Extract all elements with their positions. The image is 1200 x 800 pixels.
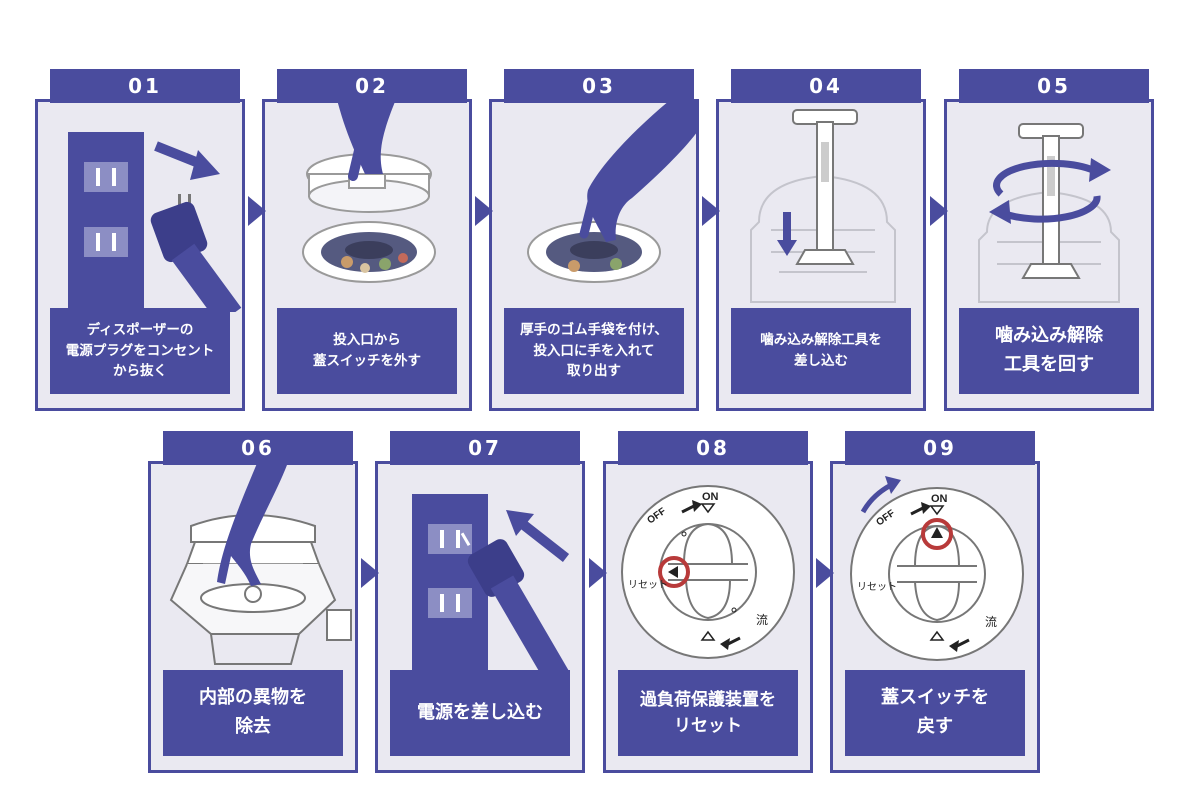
- step-number: 09: [845, 431, 1035, 465]
- step-label: 厚手のゴム手袋を付け、 投入口に手を入れて 取り出す: [504, 308, 684, 394]
- dial-reset-label: リセット: [628, 579, 668, 591]
- next-step-arrow: [930, 196, 948, 226]
- dial-on-label: ON: [702, 491, 719, 503]
- next-step-arrow: [248, 196, 266, 226]
- next-step-arrow: [589, 558, 607, 588]
- plug-in-icon: [378, 464, 582, 674]
- return-lid-icon: ON OFF リセット 流: [833, 464, 1037, 674]
- step-label: 噛み込み解除工具を 差し込む: [731, 308, 911, 394]
- step-card-03: 厚手のゴム手袋を付け、 投入口に手を入れて 取り出す: [489, 99, 699, 411]
- step-label: 過負荷保護装置を リセット: [618, 670, 798, 756]
- step-card-01: ディスポーザーの 電源プラグをコンセント から抜く: [35, 99, 245, 411]
- gloved-hand-icon: [492, 102, 696, 312]
- insert-tool-icon: [719, 102, 923, 312]
- step-number: 03: [504, 69, 694, 103]
- step-card-04: 噛み込み解除工具を 差し込む: [716, 99, 926, 411]
- dial-on-label: ON: [931, 493, 948, 505]
- step-number: 02: [277, 69, 467, 103]
- rotate-tool-icon: [947, 102, 1151, 312]
- step-number: 06: [163, 431, 353, 465]
- dial-flow-label: 流: [985, 615, 997, 629]
- next-step-arrow: [361, 558, 379, 588]
- step-number: 01: [50, 69, 240, 103]
- step-card-06: 内部の異物を 除去: [148, 461, 358, 773]
- step-card-09: ON OFF リセット 流 蓋スイッチを 戻す: [830, 461, 1040, 773]
- unplug-icon: [38, 102, 242, 312]
- dial-flow-label: 流: [756, 613, 768, 627]
- step-card-05: 噛み込み解除 工具を回す: [944, 99, 1154, 411]
- step-number: 05: [959, 69, 1149, 103]
- step-number: 04: [731, 69, 921, 103]
- step-label: 投入口から 蓋スイッチを外す: [277, 308, 457, 394]
- step-number: 08: [618, 431, 808, 465]
- next-step-arrow: [475, 196, 493, 226]
- next-step-arrow: [702, 196, 720, 226]
- lid-removal-icon: [265, 102, 469, 312]
- step-label: 内部の異物を 除去: [163, 670, 343, 756]
- step-card-08: ON OFF リセット 流 過負荷保護装置を リセット: [603, 461, 813, 773]
- next-step-arrow: [816, 558, 834, 588]
- remove-debris-icon: [151, 464, 355, 674]
- step-label: ディスポーザーの 電源プラグをコンセント から抜く: [50, 308, 230, 394]
- dial-reset-label: リセット: [857, 581, 897, 593]
- reset-dial-icon: ON OFF リセット 流: [606, 464, 810, 674]
- step-label: 蓋スイッチを 戻す: [845, 670, 1025, 756]
- step-card-02: 投入口から 蓋スイッチを外す: [262, 99, 472, 411]
- step-label: 噛み込み解除 工具を回す: [959, 308, 1139, 394]
- step-label: 電源を差し込む: [390, 670, 570, 756]
- step-number: 07: [390, 431, 580, 465]
- step-card-07: 電源を差し込む: [375, 461, 585, 773]
